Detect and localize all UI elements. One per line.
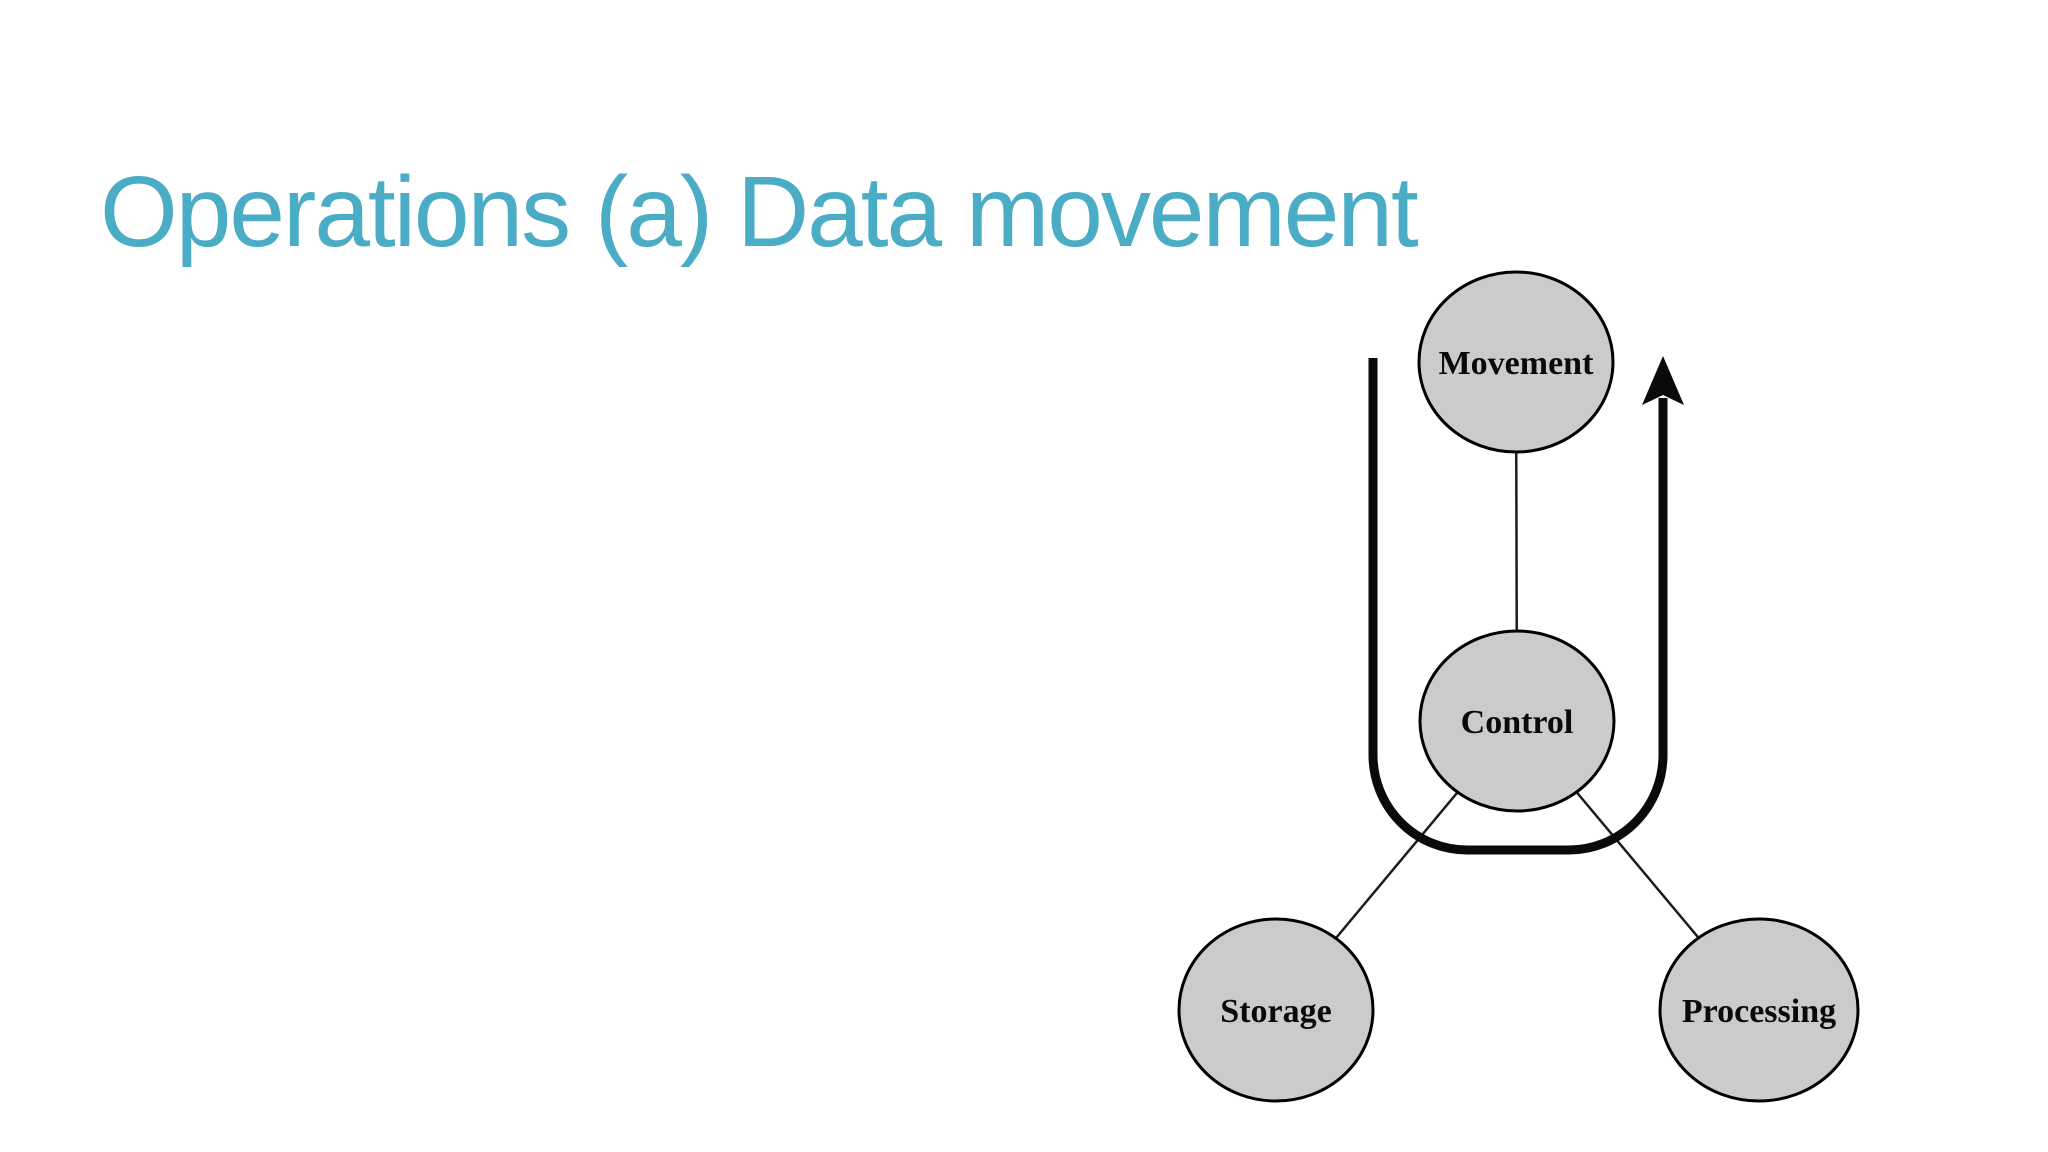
node-processing: Processing	[1658, 917, 1860, 1103]
node-movement-label: Movement	[1439, 345, 1595, 382]
node-processing-label: Processing	[1682, 993, 1836, 1030]
node-control-circle	[1418, 629, 1616, 813]
node-storage: Storage	[1177, 917, 1375, 1103]
slide-title: Operations (a) Data movement	[100, 156, 1419, 268]
node-movement-circle	[1417, 270, 1615, 454]
node-processing-circle	[1658, 917, 1860, 1103]
node-storage-circle	[1177, 917, 1375, 1103]
node-storage-label: Storage	[1220, 993, 1331, 1030]
node-control: Control	[1418, 629, 1616, 813]
cycle-arrow	[1368, 358, 1668, 855]
up-arrowhead-icon	[1642, 356, 1684, 405]
node-control-label: Control	[1461, 704, 1574, 741]
node-movement: Movement	[1417, 270, 1615, 454]
